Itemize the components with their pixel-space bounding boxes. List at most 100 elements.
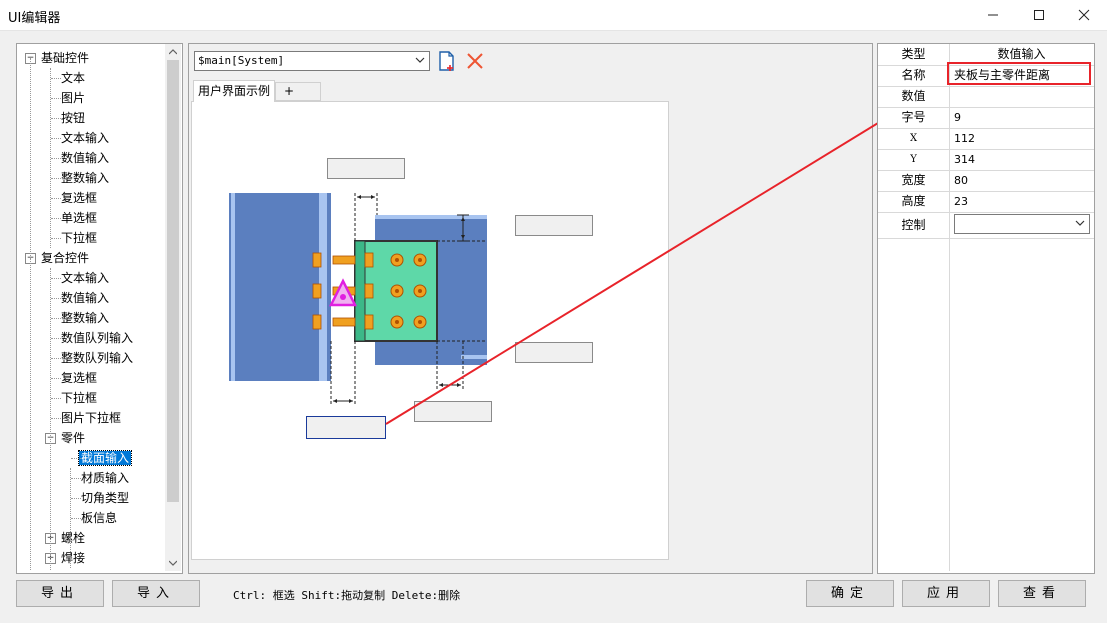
origin-marker-shape [328,278,358,307]
minimize-button[interactable] [970,0,1016,30]
tree-connector [51,238,61,239]
tree-item[interactable]: 下拉框 [59,228,99,248]
tree-guide-line [30,58,31,262]
tree-connector [51,198,61,199]
tree-item[interactable]: 数值队列输入 [59,328,135,348]
apply-button[interactable]: 应用 [902,580,990,607]
property-value[interactable] [950,86,1093,107]
tree-connector [51,78,61,79]
tree-connector [51,358,61,359]
tree-item[interactable]: 复选框 [59,368,99,388]
tree-item[interactable]: 单选框 [59,208,99,228]
tab-add[interactable]: + [275,82,321,101]
tree-item[interactable]: 板信息 [79,508,119,528]
tree-item[interactable]: 整数输入 [59,168,111,188]
tree-connector [51,118,61,119]
maximize-icon [1034,10,1044,20]
tree-connector [51,418,61,419]
tree-item[interactable]: 螺栓 [59,528,87,548]
tree-item[interactable]: 整数队列输入 [59,348,135,368]
tree-guide-line [50,68,51,248]
maximize-button[interactable] [1016,0,1062,30]
tree-item[interactable]: 文本输入 [59,128,111,148]
property-value[interactable]: 80 [954,174,968,187]
tree-item[interactable]: 整数输入 [59,308,111,328]
tree-guide-line [30,258,31,571]
property-key: 名称 [878,65,950,86]
connection-diagram [229,193,487,405]
scroll-down-icon [169,560,177,566]
tree-item-label: 图片下拉框 [61,411,122,425]
ok-button[interactable]: 确定 [806,580,894,607]
close-button[interactable] [1061,0,1107,30]
import-button[interactable]: 导入 [112,580,200,607]
property-row[interactable]: 数值 [878,86,1094,108]
canvas-input-selected[interactable] [306,416,386,439]
tree-connector [51,398,61,399]
view-button[interactable]: 查看 [998,580,1086,607]
canvas-input-top[interactable] [327,158,405,179]
tree-item[interactable]: 下拉框 [59,388,99,408]
property-value[interactable]: 314 [954,153,975,166]
export-button[interactable]: 导出 [16,580,104,607]
tree-item-label: 图片 [61,91,86,105]
property-row[interactable]: 高度 23 [878,191,1094,213]
tree-item-label: 截面输入 [77,450,133,466]
tree-item[interactable]: 材质输入 [79,468,131,488]
control-select[interactable] [954,214,1090,234]
tree-item[interactable]: 图片下拉框 [59,408,123,428]
new-page-button[interactable] [437,50,457,72]
chevron-down-icon [415,57,425,63]
tree-item[interactable]: 截面输入 [77,448,133,468]
tree-item[interactable]: 复合控件 [39,248,91,268]
tree-item-label: 零件 [61,431,86,445]
tree-connector [51,278,61,279]
tree-item[interactable]: 切角类型 [79,488,131,508]
tree-item[interactable]: 按钮 [59,108,87,128]
property-value[interactable]: 夹板与主零件距离 [954,68,1051,82]
scrollbar-thumb[interactable] [167,60,179,502]
tree-item-label: 切角类型 [81,491,130,505]
shortcut-hint: Ctrl: 框选 Shift:拖动复制 Delete:删除 [233,589,461,602]
tree-scrollbar[interactable] [165,44,181,571]
control-tree: 基础控件−文本图片按钮文本输入数值输入整数输入复选框单选框下拉框复合控件−文本输… [17,44,165,571]
scroll-up-icon [169,49,177,55]
tree-item[interactable]: 文本输入 [59,268,111,288]
chevron-down-icon [1075,220,1085,226]
tree-item-label: 板信息 [81,511,118,525]
tab-user-interface-example[interactable]: 用户界面示例 [193,80,275,102]
property-key: 高度 [878,191,950,212]
scope-select[interactable]: $main[System] [194,51,430,71]
property-value[interactable]: 23 [954,195,968,208]
design-panel: $main[System] 用户界面示例 + [188,43,873,574]
property-key: 控制 [878,212,950,238]
tree-item-label: 焊接 [61,551,86,565]
property-row-control: 控制 [878,212,1094,239]
tree-connector [51,218,61,219]
tree-item-label: 螺栓 [61,531,86,545]
tree-item[interactable]: 图片 [59,88,87,108]
tree-item[interactable]: 文本 [59,68,87,88]
control-tree-panel: 基础控件−文本图片按钮文本输入数值输入整数输入复选框单选框下拉框复合控件−文本输… [16,43,183,574]
property-value[interactable]: 112 [954,132,975,145]
tree-item-label: 文本输入 [61,131,110,145]
canvas-input-right-top[interactable] [515,215,593,236]
tree-item[interactable]: 焊接 [59,548,87,568]
tree-item[interactable]: 复选框 [59,188,99,208]
tree-connector [51,98,61,99]
tree-item[interactable]: 数值输入 [59,288,111,308]
tree-item[interactable]: 基础控件 [39,48,91,68]
tree-connector [71,498,81,499]
canvas-input-bottom-right[interactable] [414,401,492,422]
new-file-icon [439,51,454,71]
property-row[interactable]: 名称夹板与主零件距离 [878,65,1094,87]
canvas-input-right-bottom[interactable] [515,342,593,363]
tree-item[interactable]: 零件 [59,428,87,448]
delete-page-button[interactable] [465,51,485,71]
tree-item[interactable]: 数值输入 [59,148,111,168]
property-value[interactable]: 9 [954,111,961,124]
